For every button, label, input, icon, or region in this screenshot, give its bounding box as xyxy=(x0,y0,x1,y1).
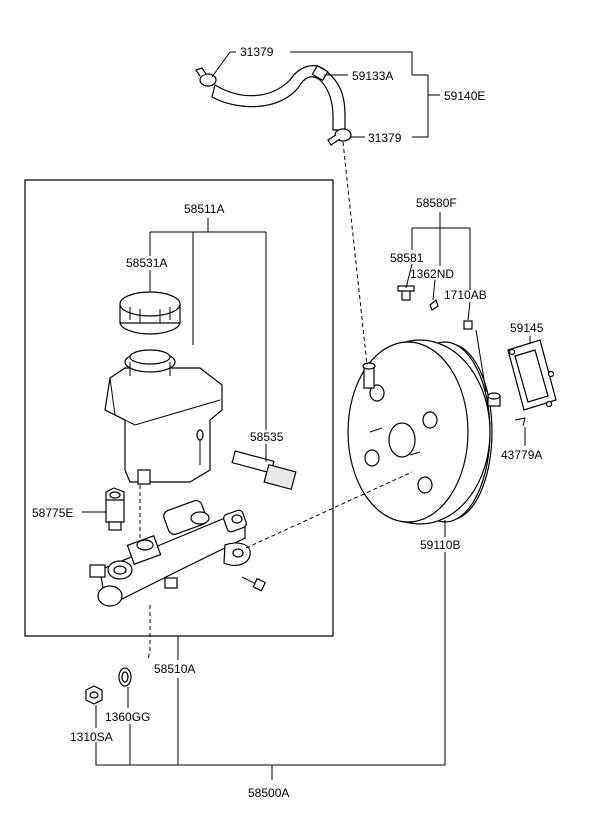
label-58511a: 58511A xyxy=(184,202,224,216)
mounting-bolt xyxy=(241,576,267,592)
master-cylinder-body xyxy=(89,499,251,607)
label-59140e: 59140E xyxy=(444,89,485,103)
washer xyxy=(118,667,132,687)
vacuum-hose-assembly xyxy=(195,64,352,146)
fluid-level-sensor xyxy=(231,450,297,491)
label-1710ab: 1710AB xyxy=(444,288,487,302)
label-58531a: 58531A xyxy=(126,256,167,270)
alignment-lines xyxy=(139,141,413,661)
clevis-pin xyxy=(397,285,415,301)
label-58580f: 58580F xyxy=(416,196,457,210)
hose-clamp-middle xyxy=(311,64,329,82)
label-1362nd: 1362ND xyxy=(410,267,454,281)
master-cylinder-frame xyxy=(24,179,334,637)
label-58775e: 58775E xyxy=(32,506,73,520)
label-58510a: 58510A xyxy=(154,662,195,676)
split-pin xyxy=(514,417,526,427)
label-31379-bottom: 31379 xyxy=(368,131,402,145)
hose-clamp-bottom xyxy=(327,128,352,146)
rear-stud xyxy=(487,392,501,407)
booster-gasket xyxy=(507,339,557,411)
label-59145: 59145 xyxy=(510,321,544,335)
label-58535: 58535 xyxy=(250,430,284,444)
label-1310sa: 1310SA xyxy=(70,730,113,744)
label-58500a: 58500A xyxy=(248,786,289,800)
label-59110b: 59110B xyxy=(420,538,460,552)
label-31379-top: 31379 xyxy=(240,45,274,59)
lock-nut xyxy=(463,320,473,330)
label-43779a: 43779A xyxy=(501,448,542,462)
part-labels: 31379 59133A 59140E 31379 58511A 58531A … xyxy=(32,45,544,800)
check-valve xyxy=(362,362,376,389)
brake-fluid-reservoir xyxy=(104,349,223,485)
snap-clip xyxy=(429,298,439,311)
brake-booster xyxy=(347,339,501,525)
hex-nut xyxy=(85,685,103,705)
leader-lines xyxy=(82,51,531,780)
label-58581: 58581 xyxy=(390,251,424,265)
label-1360gg: 1360GG xyxy=(105,710,150,724)
reservoir-cap xyxy=(119,291,181,335)
hose-fitting xyxy=(105,487,125,531)
label-59133a: 59133A xyxy=(352,69,393,83)
hose-clamp-top xyxy=(195,67,217,87)
